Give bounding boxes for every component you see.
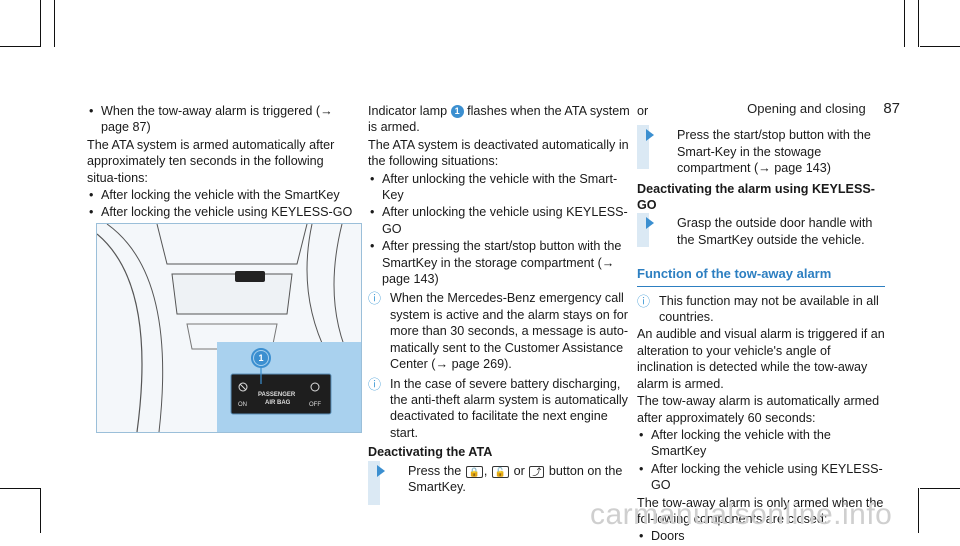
crop-mark [0, 488, 40, 489]
section-heading: Function of the tow-away alarm [637, 266, 885, 287]
crop-mark [918, 0, 919, 47]
dashboard-figure: 1 ON PASSENGER AIR BAG OFF [96, 223, 362, 433]
step-arrow-icon [646, 129, 654, 142]
unlock-key-icon: 🔓 [491, 465, 510, 478]
text: flashes when the ATA system is armed. [368, 104, 630, 135]
crop-mark [918, 488, 919, 533]
crop-mark [0, 46, 40, 47]
center-console-illustration [97, 224, 361, 432]
lock-key-icon: 🔒 [465, 465, 483, 478]
step: Press the 🔒, 🔓 or ⤴ button on the SmartK… [368, 460, 630, 505]
airbag-label: AIR BAG [265, 400, 291, 406]
paragraph: The ATA system is deactivated automatica… [368, 137, 629, 169]
crop-mark [40, 488, 41, 533]
info-note: ⓘ In the case of severe battery discharg… [368, 376, 630, 442]
paragraph: The tow-away alarm is only armed when th… [637, 495, 884, 526]
bullet-item: When the tow-away alarm is triggered (→ … [87, 103, 357, 136]
column-3: or Press the start/stop button with the … [637, 103, 885, 546]
crop-mark [920, 488, 960, 489]
paragraph: The ATA system is armed automatically af… [87, 137, 335, 185]
info-text: When the Mercedes-Benz emergency call sy… [390, 291, 629, 372]
watermark: carmanualsonline.info [590, 498, 893, 531]
text: or [513, 463, 525, 478]
column-2: Indicator lamp 1 flashes when the ATA sy… [368, 103, 630, 505]
info-icon: ⓘ [368, 291, 382, 307]
info-text: This function may not be available in al… [659, 293, 879, 325]
off-label: OFF [309, 402, 321, 408]
info-note: ⓘ When the Mercedes-Benz emergency call … [368, 290, 630, 372]
bullet-item: After unlocking the vehicle with the Sma… [368, 171, 630, 204]
step-arrow-icon [646, 217, 654, 230]
page-number: 87 [883, 100, 900, 117]
crop-mark [904, 0, 905, 47]
column-1: When the tow-away alarm is triggered (→ … [87, 103, 357, 222]
info-icon: ⓘ [637, 293, 651, 309]
info-note: ⓘ This function may not be available in … [637, 293, 885, 326]
page-header: Opening and closing 87 [747, 100, 900, 117]
step: Press the start/stop button with the Sma… [637, 125, 885, 176]
bullet-item: After locking the vehicle using KEYLESS-… [637, 461, 885, 494]
info-text: In the case of severe battery dischargin… [390, 376, 628, 440]
crop-mark [920, 46, 960, 47]
bullet-item: After pressing the start/stop button wit… [368, 238, 630, 287]
step-arrow-icon [377, 464, 385, 477]
bullet-item: After locking the vehicle with the Smart… [87, 187, 357, 204]
paragraph: The tow-away alarm is automatically arme… [637, 394, 880, 425]
section-title: Opening and closing [747, 101, 866, 116]
paragraph: or [637, 104, 649, 118]
on-label: ON [238, 402, 247, 408]
trunk-key-icon: ⤴ [529, 465, 545, 478]
text: button on the SmartKey. [408, 463, 623, 494]
paragraph: An audible and visual alarm is triggered… [637, 327, 885, 391]
text: Grasp the outside door handle with the S… [677, 216, 873, 247]
passenger-label: PASSENGER [258, 392, 296, 398]
text: Press the start/stop button with the Sma… [677, 128, 871, 176]
heading: Deactivating the alarm using KEYLESS-GO [637, 181, 875, 213]
bullet-item: After locking the vehicle with the Smart… [637, 427, 885, 460]
bullet-item: After unlocking the vehicle using KEYLES… [368, 204, 630, 237]
step: Grasp the outside door handle with the S… [637, 213, 885, 248]
callout-1-icon: 1 [450, 105, 464, 118]
figure-callout: 1 [258, 353, 264, 363]
bullet-item: After locking the vehicle using KEYLESS-… [87, 204, 357, 221]
info-icon: ⓘ [368, 376, 382, 392]
crop-mark [54, 0, 55, 47]
heading: Deactivating the ATA [368, 445, 493, 460]
paragraph: Indicator lamp 1 flashes when the ATA sy… [368, 103, 630, 136]
text: Indicator lamp [368, 104, 448, 118]
text: Press the [408, 463, 462, 478]
crop-mark [40, 0, 41, 47]
